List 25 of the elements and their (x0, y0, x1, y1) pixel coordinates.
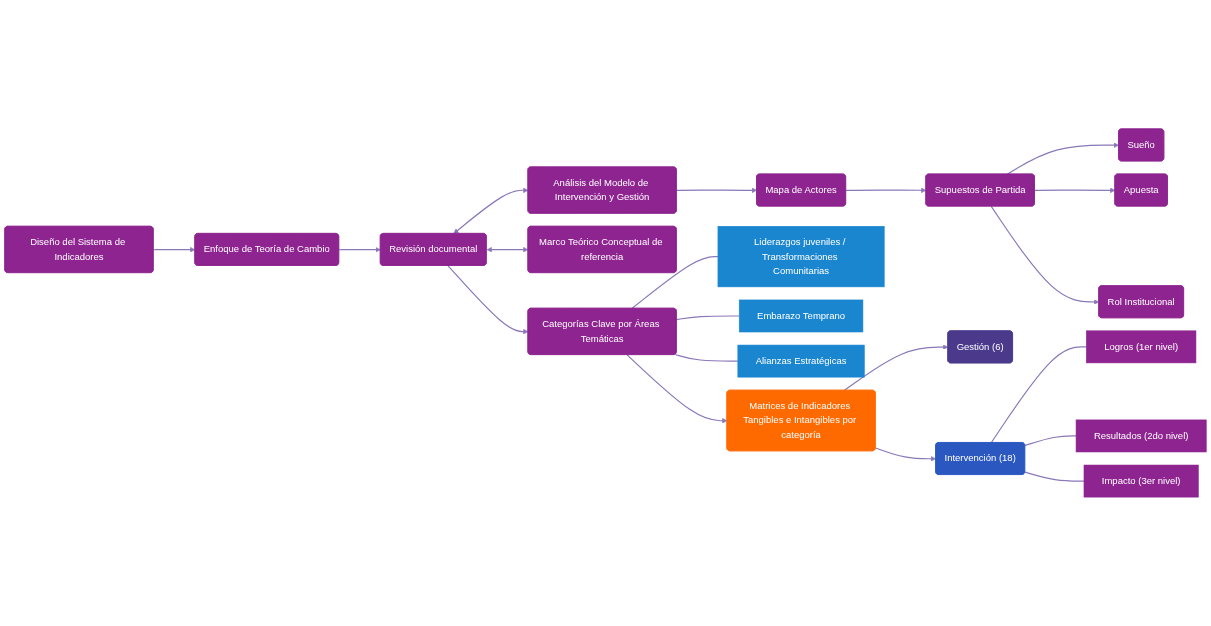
connector (631, 256, 719, 310)
arrow (152, 247, 196, 253)
node-box: Resultados (2do nivel) (1075, 419, 1207, 453)
arrow (447, 265, 529, 335)
node-box: Embarazo Temprano (738, 299, 864, 333)
connector (676, 315, 740, 321)
arrow (626, 354, 728, 424)
arrow (486, 247, 529, 253)
arrow (875, 447, 937, 462)
node-box: Liderazgos juveniles / Transformaciones Comunitarias (717, 226, 885, 288)
node-box: Impacto (3er nivel) (1083, 464, 1199, 498)
connector (1024, 435, 1077, 446)
arrow (1006, 142, 1120, 175)
arrow (338, 247, 381, 253)
arrow (990, 205, 1100, 305)
node-box: Alianzas Estratégicas (737, 344, 865, 378)
arrow (676, 187, 758, 193)
connector (1024, 471, 1085, 482)
arrow (1034, 187, 1116, 193)
connector (674, 353, 739, 362)
arrow (845, 187, 927, 193)
connector (990, 346, 1087, 444)
arrow (843, 344, 949, 392)
arrow (453, 187, 529, 234)
node-box: Logros (1er nivel) (1086, 330, 1197, 364)
